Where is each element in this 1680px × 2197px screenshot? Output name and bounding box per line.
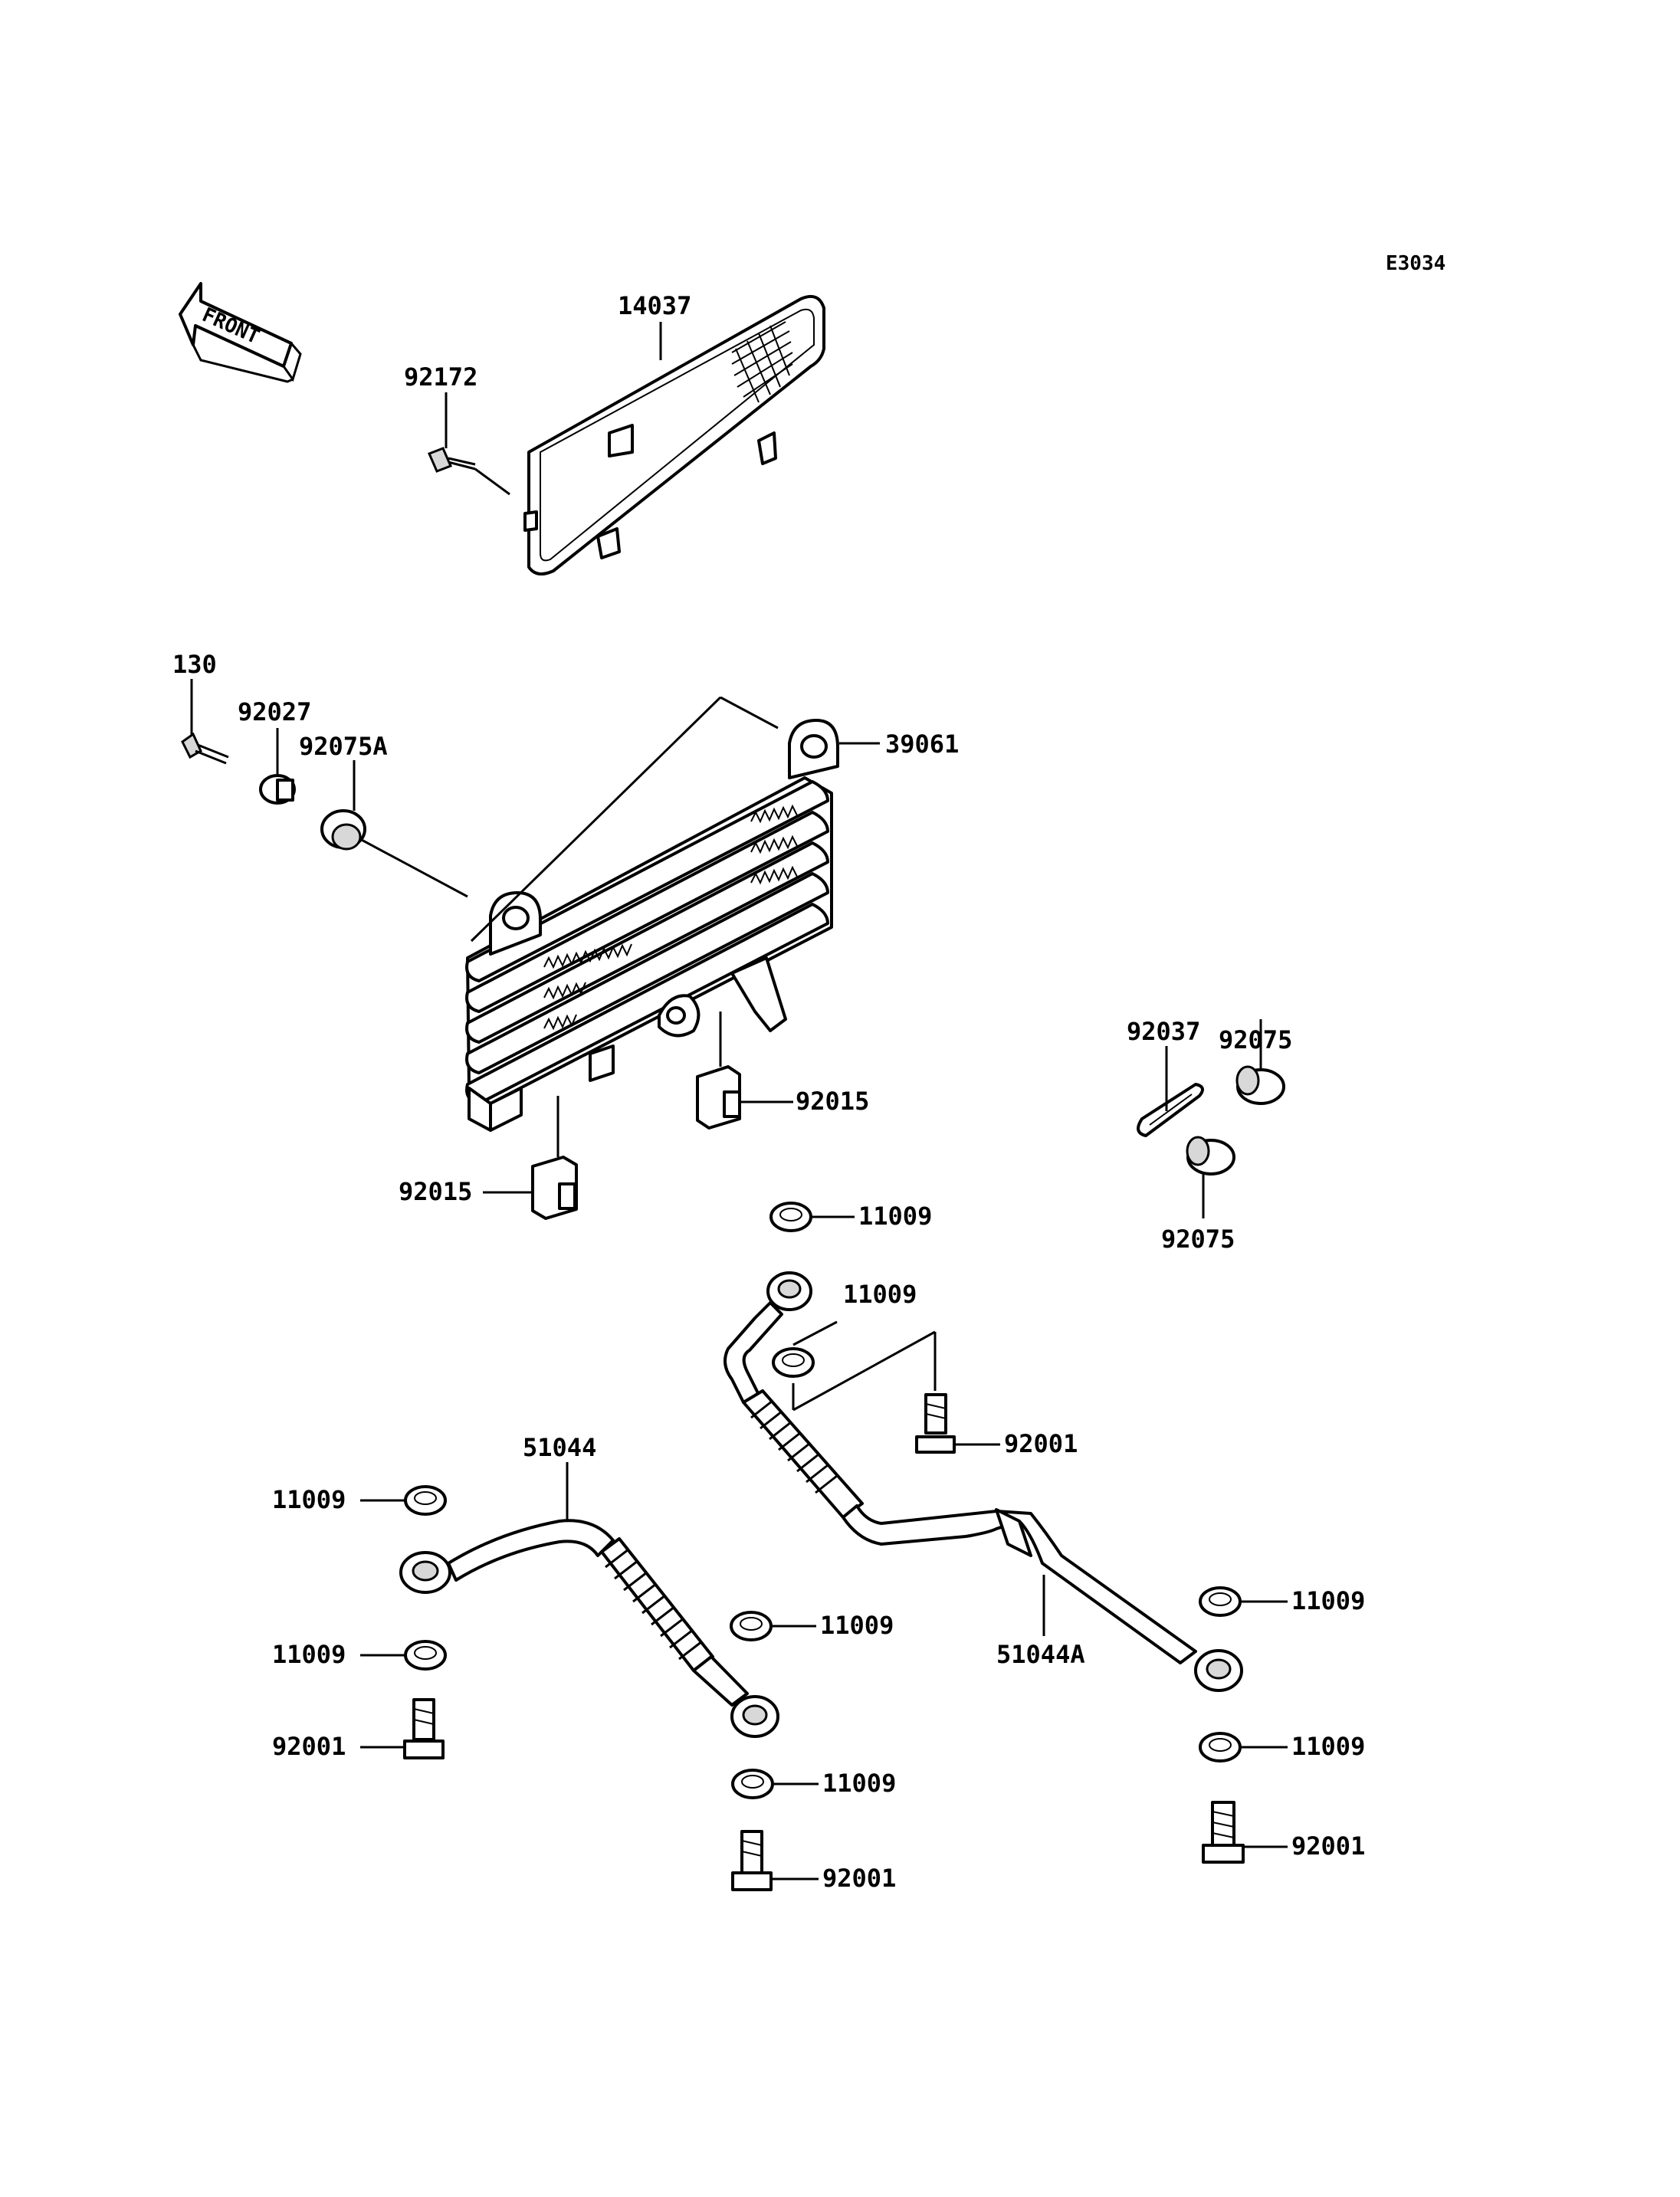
banjo-bolt-92001-a [915,1393,956,1454]
leader-39061-a [470,696,722,943]
oil-hose-51044A [724,1271,1243,1692]
label-92027: 92027 [238,697,311,726]
leader-11009-b-3 [792,1330,936,1412]
label-51044A: 51044A [996,1640,1085,1669]
label-14037: 14037 [618,291,691,320]
label-92015-right: 92015 [796,1087,869,1116]
label-11009-d: 11009 [272,1640,346,1669]
hose-coil-51044A [750,1399,838,1494]
grommet-92075-bottom [1186,1136,1235,1176]
label-92015-left: 92015 [399,1177,472,1206]
label-92075A: 92075A [299,732,388,761]
label-92001-a: 92001 [1004,1429,1078,1458]
label-11009-b: 11009 [843,1280,917,1309]
bolt-130 [181,732,229,765]
label-92001-d: 92001 [1291,1831,1365,1861]
mesh-screen [731,321,793,403]
washer-11009-e [730,1611,773,1641]
label-92172: 92172 [404,362,477,392]
washer-11009-b [772,1347,815,1378]
grommet-92075A [320,809,366,851]
washer-11009-d [404,1640,447,1671]
hose-coil-51044 [605,1548,703,1661]
label-11009-e: 11009 [820,1611,894,1640]
washer-11009-c [404,1485,447,1516]
leader-39061-b [720,696,779,730]
label-130: 130 [172,650,217,679]
leader-92075A-b [359,838,468,898]
label-11009-a: 11009 [858,1202,932,1231]
diagram-code: E3034 [1386,252,1445,275]
front-arrow-icon: FRONT [179,282,302,383]
label-51044: 51044 [523,1433,596,1462]
banjo-bolt-92001-d [1202,1801,1245,1864]
collar-92027 [259,774,296,805]
oil-cooler [465,719,839,1132]
clip-92015-left [531,1156,578,1220]
washer-11009-h [1199,1732,1242,1763]
banjo-bolt-92001-b [403,1698,445,1759]
washer-11009-g [1199,1586,1242,1617]
label-92001-c: 92001 [822,1864,896,1893]
label-92001-b: 92001 [272,1732,346,1761]
oil-cooler-cover [523,295,825,575]
label-11009-g: 11009 [1291,1586,1365,1615]
label-92075-top: 92075 [1219,1025,1292,1054]
label-11009-f: 11009 [822,1769,896,1798]
leader-92172-b [474,467,510,496]
screw-92172 [428,447,476,473]
label-92037: 92037 [1127,1017,1200,1046]
clip-92015-right [696,1065,741,1130]
label-39061: 39061 [885,730,959,759]
label-11009-c: 11009 [272,1485,346,1514]
banjo-bolt-92001-c [731,1830,773,1891]
leader-11009-b [792,1320,838,1346]
grommet-92075-top [1235,1065,1285,1105]
oil-hose-51044 [399,1519,779,1738]
label-92075-bottom: 92075 [1161,1225,1235,1254]
clip-92037 [1137,1083,1204,1137]
washer-11009-f [731,1769,774,1799]
washer-11009-a [769,1202,812,1232]
label-11009-h: 11009 [1291,1732,1365,1761]
